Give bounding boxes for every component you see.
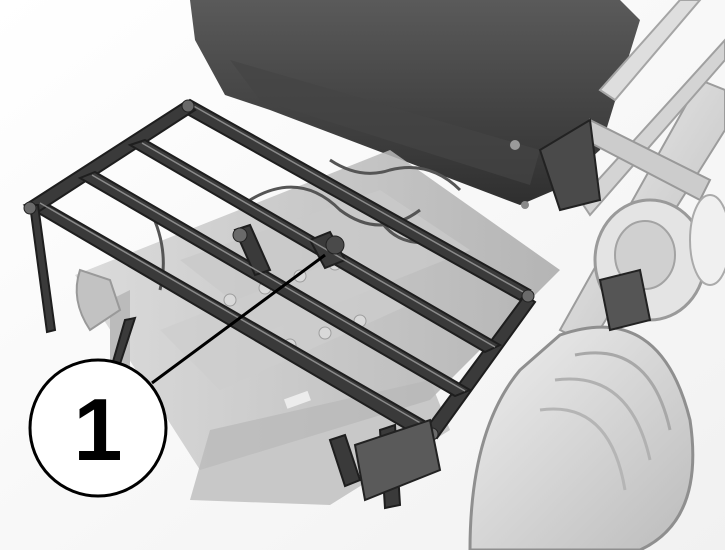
frame-highlights <box>39 103 526 433</box>
rear-bracket <box>353 118 652 502</box>
seat-cushion <box>190 0 640 209</box>
rear-wheel <box>468 325 695 550</box>
callout-number: 1 <box>74 380 123 479</box>
callout-circle <box>28 358 168 498</box>
motor-housing <box>593 194 725 322</box>
callout-leader-line <box>151 253 326 385</box>
